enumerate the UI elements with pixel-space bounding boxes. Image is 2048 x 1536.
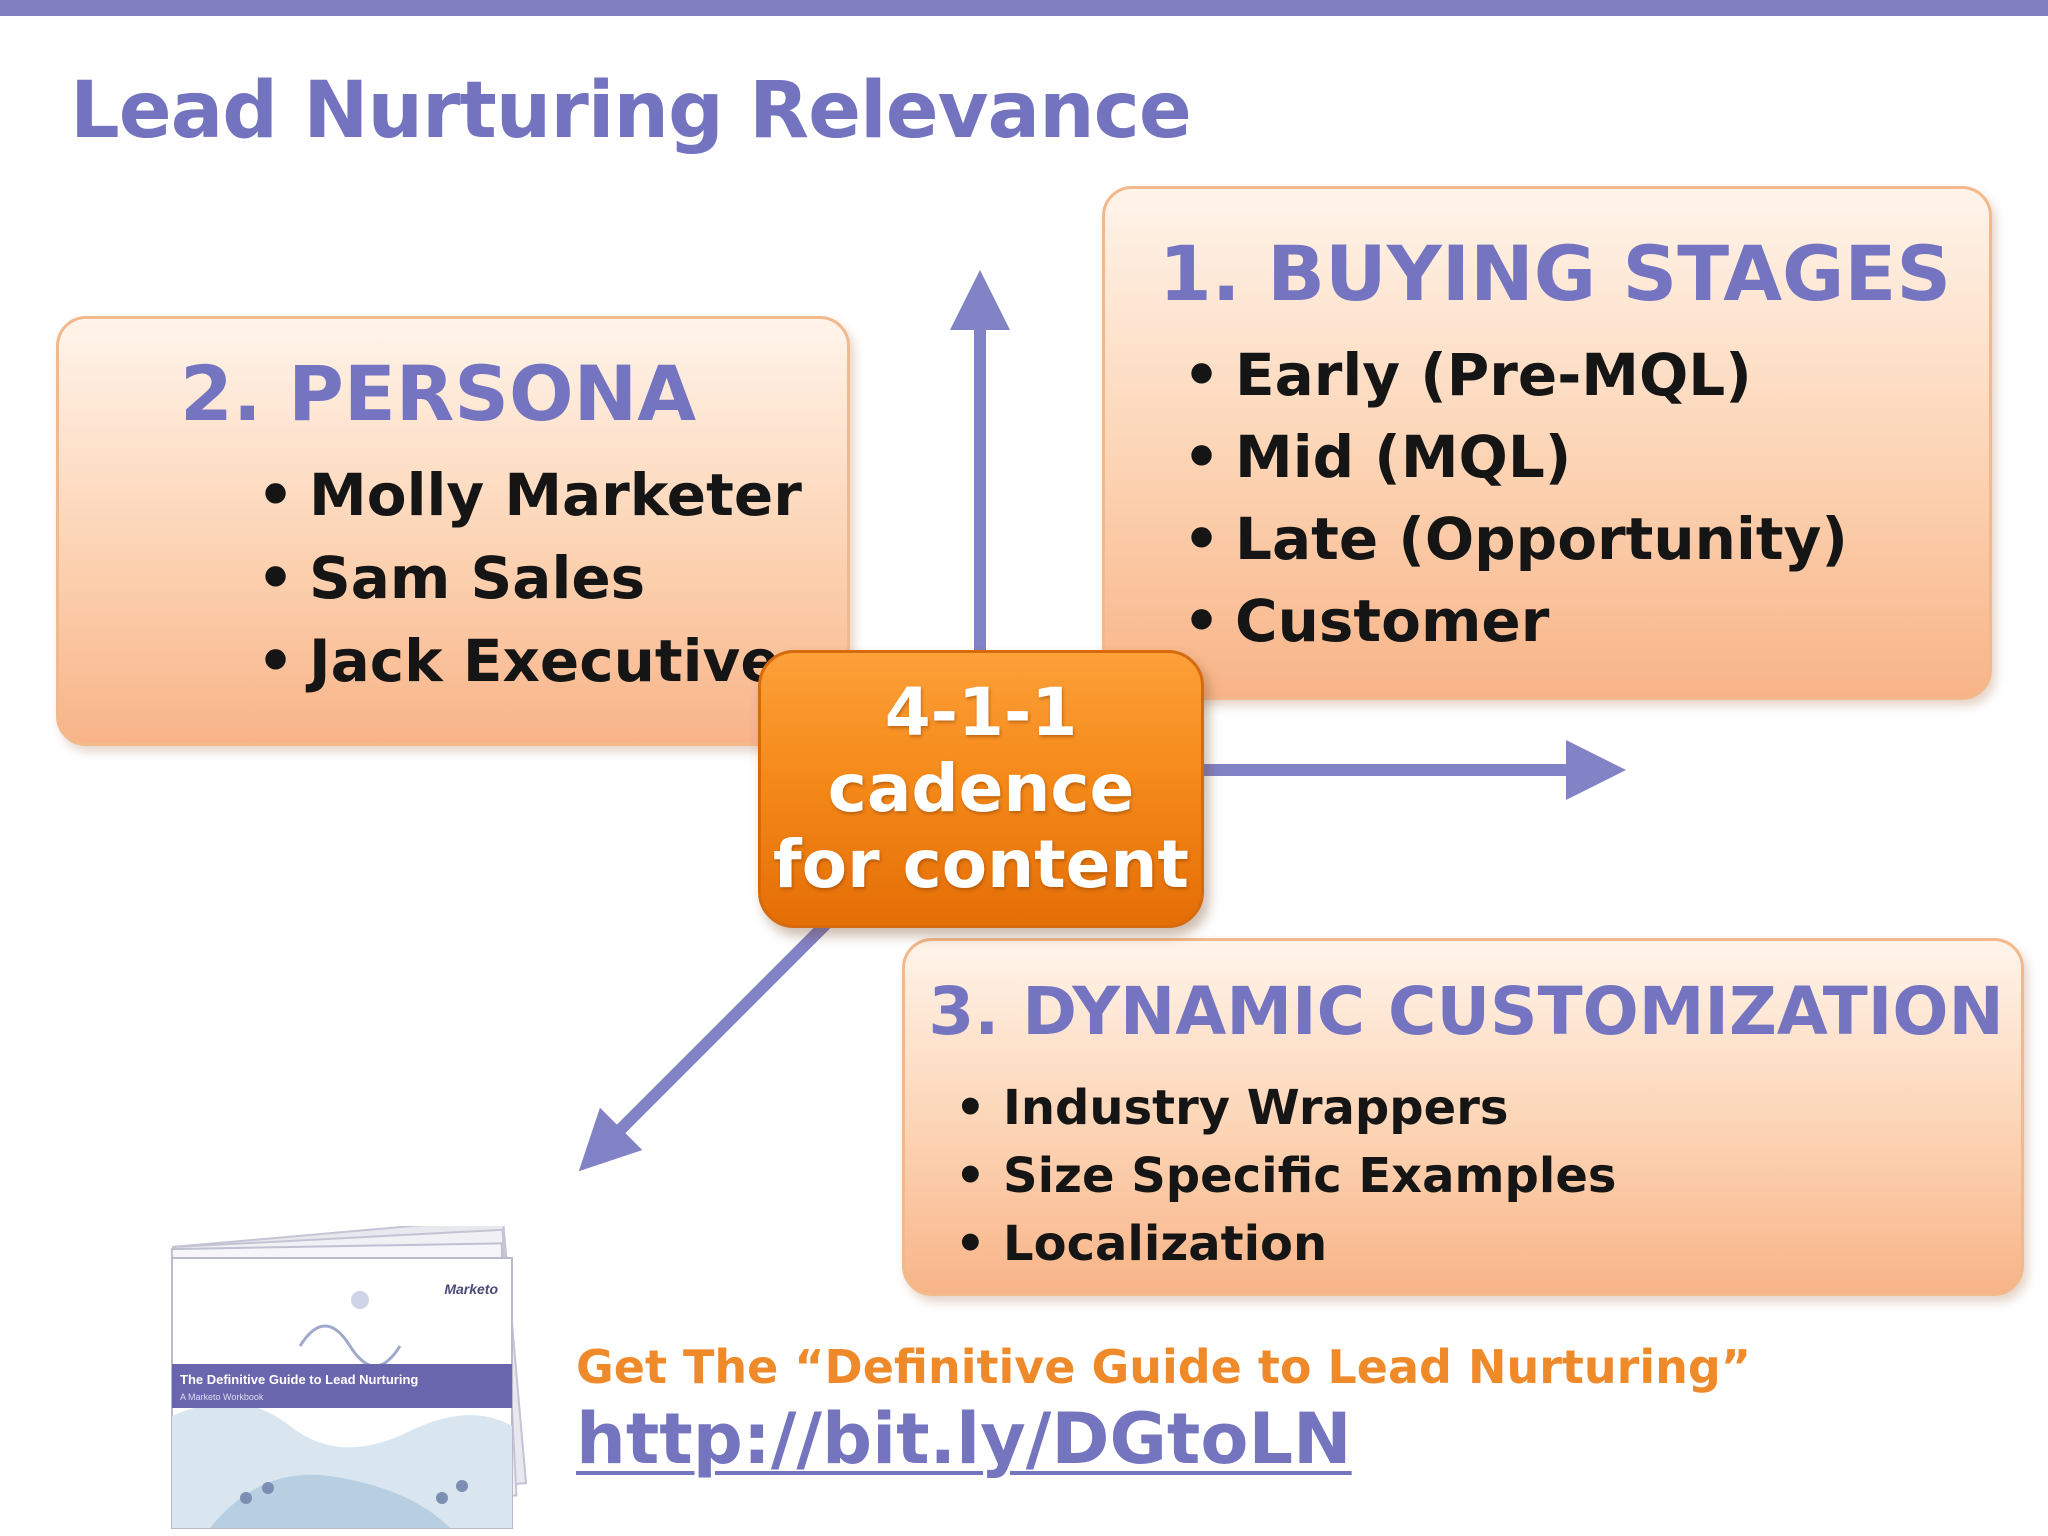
buying-stage-item: Early (Pre-MQL): [1183, 334, 1989, 416]
dynamic-customization-title: 3. DYNAMIC CUSTOMIZATION: [928, 973, 2004, 1050]
cadence-hub: 4-1-1 cadence for content: [758, 650, 1204, 928]
persona-list: Molly Marketer Sam Sales Jack Executive: [257, 454, 847, 703]
persona-title: 2. PERSONA: [179, 349, 697, 438]
buying-stages-card: 1. BUYING STAGES Early (Pre-MQL) Mid (MQ…: [1102, 186, 1992, 700]
persona-item: Sam Sales: [257, 537, 847, 620]
guide-cover-title: The Definitive Guide to Lead Nurturing: [180, 1372, 418, 1387]
persona-item: Jack Executive: [257, 620, 847, 703]
persona-card: 2. PERSONA Molly Marketer Sam Sales Jack…: [56, 316, 850, 746]
guide-brand: Marketo: [444, 1281, 498, 1297]
cadence-hub-label: 4-1-1 cadence for content: [773, 674, 1189, 903]
buying-stage-item: Mid (MQL): [1183, 416, 1989, 498]
guide-download-link[interactable]: http://bit.ly/DGtoLN: [576, 1398, 1352, 1480]
guide-cover-image: Marketo The Definitive Guide to Lead Nur…: [170, 1226, 528, 1529]
dynamic-customization-list: Industry Wrappers Size Specific Examples…: [955, 1074, 2021, 1278]
buying-stages-title: 1. BUYING STAGES: [1158, 229, 1952, 318]
page-title: Lead Nurturing Relevance: [70, 66, 1192, 156]
dynamic-customization-card: 3. DYNAMIC CUSTOMIZATION Industry Wrappe…: [902, 938, 2024, 1296]
top-accent-bar: [0, 0, 2048, 16]
buying-stages-list: Early (Pre-MQL) Mid (MQL) Late (Opportun…: [1183, 334, 1989, 662]
guide-cover-front: Marketo The Definitive Guide to Lead Nur…: [171, 1257, 513, 1529]
guide-cover-subtitle: A Marketo Workbook: [180, 1392, 264, 1402]
persona-item: Molly Marketer: [257, 454, 847, 537]
dynamic-customization-item: Industry Wrappers: [955, 1074, 2021, 1142]
promo-text: Get The “Definitive Guide to Lead Nurtur…: [576, 1340, 1752, 1394]
dynamic-customization-item: Localization: [955, 1210, 2021, 1278]
arrow-down-left: [578, 919, 831, 1172]
buying-stage-item: Customer: [1183, 580, 1989, 662]
buying-stage-item: Late (Opportunity): [1183, 498, 1989, 580]
dynamic-customization-item: Size Specific Examples: [955, 1142, 2021, 1210]
